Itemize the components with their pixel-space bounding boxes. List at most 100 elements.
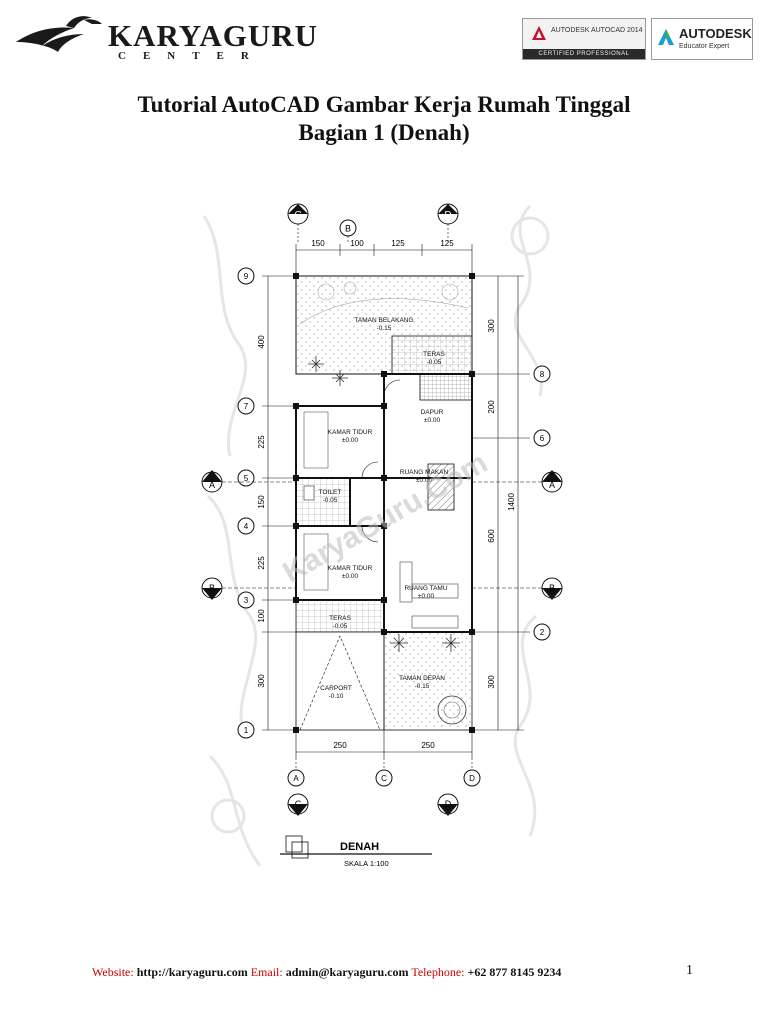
autodesk-icon <box>658 29 674 45</box>
karyaguru-logo: KARYAGURU CENTER <box>14 10 317 62</box>
grid-label-7: 7 <box>244 402 249 411</box>
building-plan <box>293 273 475 733</box>
section-label: B <box>549 583 555 593</box>
dim-right-4: 300 <box>487 675 496 689</box>
autocad-icon <box>532 26 546 40</box>
dim-left-4: 225 <box>257 556 266 570</box>
room-label-taman-depan: TAMAN DEPAN <box>399 675 445 682</box>
room-level-teras-front: -0.05 <box>333 623 348 630</box>
grid-bottom-labels: A C D <box>287 769 481 787</box>
room-label-kamar-tidur-1: KAMAR TIDUR <box>328 429 373 436</box>
section-marker-a-left: A <box>201 470 296 493</box>
grid-label-2: 2 <box>540 628 545 637</box>
section-label: C <box>295 799 302 809</box>
drawing-legend: DENAH SKALA 1:100 <box>280 835 432 868</box>
bottom-dimensions <box>295 730 473 770</box>
grid-label-4: 4 <box>244 522 249 531</box>
dim-right-1: 300 <box>487 319 496 333</box>
room-level-kamar-tidur-1: ±0.00 <box>342 437 359 444</box>
room-level-teras-back: -0.05 <box>427 359 442 366</box>
grid-label-c: C <box>381 774 387 783</box>
badge-autodesk-sub: Educator Expert <box>679 43 730 50</box>
legend-title: DENAH <box>340 841 379 853</box>
room-level-ruang-tamu: ±0.00 <box>418 593 435 600</box>
autodesk-educator-badge: AUTODESK Educator Expert <box>651 18 753 60</box>
dim-total: 1400 <box>507 493 516 511</box>
grid-label: C <box>294 210 301 221</box>
grid-bubble-b-top: B <box>339 219 357 237</box>
grid-bubble-d-top: D <box>437 203 459 225</box>
grid-label: D <box>444 210 451 221</box>
plant-icon <box>390 634 460 652</box>
top-dimensions <box>295 224 473 274</box>
section-marker-a-right: A <box>472 470 563 493</box>
left-dimensions <box>262 275 296 731</box>
dim-left-5: 100 <box>257 609 266 623</box>
dim-right-2: 200 <box>487 400 496 414</box>
dim-bottom-1: 250 <box>333 741 347 750</box>
dim-top-2: 100 <box>350 239 364 248</box>
bird-logo-icon <box>16 16 102 52</box>
section-label: D <box>445 799 452 809</box>
grid-label-8: 8 <box>540 370 545 379</box>
room-label-dapur: DAPUR <box>421 409 444 416</box>
grid-label-1: 1 <box>244 726 249 735</box>
section-label: A <box>549 480 555 490</box>
dim-top-4: 125 <box>440 239 454 248</box>
document-title-line-2: Bagian 1 (Denah) <box>298 120 470 145</box>
grid-label-5: 5 <box>244 474 249 483</box>
dim-left-6: 300 <box>257 674 266 688</box>
section-marker-d-bottom: D <box>437 793 459 816</box>
page-number: 1 <box>686 963 693 978</box>
room-label-teras-front: TERAS <box>329 615 351 622</box>
room-level-dapur: ±0.00 <box>424 417 441 424</box>
footer-phone-label: Telephone: <box>411 965 465 979</box>
plant-icon <box>308 356 348 386</box>
grid-label: B <box>345 224 351 234</box>
room-label-kamar-tidur-2: KAMAR TIDUR <box>328 565 373 572</box>
grid-left-labels: 9 7 5 4 3 1 <box>237 267 255 739</box>
room-level-ruang-makan: ±0.00 <box>416 477 433 484</box>
dim-left-2: 225 <box>257 435 266 449</box>
floor-plan-drawing: C B D 150 100 125 125 9 7 <box>201 203 563 868</box>
badge-autodesk-title: AUTODESK <box>679 26 752 41</box>
grid-right-labels: 8 6 2 <box>533 365 551 641</box>
decorative-background-swirls <box>202 204 550 867</box>
footer-contact: Website: http://karyaguru.com Email: adm… <box>92 965 561 980</box>
legend-scale: SKALA 1:100 <box>344 859 389 868</box>
room-level-kamar-tidur-2: ±0.00 <box>342 573 359 580</box>
logo-subtitle: CENTER <box>118 50 266 62</box>
room-label-taman-belakang: TAMAN BELAKANG <box>354 317 413 324</box>
logo-name: KARYAGURU <box>108 18 319 53</box>
dim-bottom-2: 250 <box>421 741 435 750</box>
footer-phone-value: +62 877 8145 9234 <box>467 965 562 979</box>
footer-website-link[interactable]: http://karyaguru.com <box>136 965 248 979</box>
room-label-ruang-makan: RUANG MAKAN <box>400 469 449 476</box>
grid-label-3: 3 <box>244 596 249 605</box>
grid-bubble-c-top: C <box>287 203 309 225</box>
right-dimensions <box>472 275 530 731</box>
dim-top-3: 125 <box>391 239 405 248</box>
badge-autocad-sub: CERTIFIED PROFESSIONAL <box>523 49 645 59</box>
section-label: A <box>209 480 215 490</box>
room-label-ruang-tamu: RUANG TAMU <box>404 585 447 592</box>
grid-label-9: 9 <box>244 272 249 281</box>
dim-left-3: 150 <box>257 495 266 509</box>
room-label-carport: CARPORT <box>320 685 352 692</box>
dim-left-1: 400 <box>257 335 266 349</box>
room-label-toilet: TOILET <box>319 489 342 496</box>
grid-label-d: D <box>469 774 475 783</box>
dim-right-3: 600 <box>487 529 496 543</box>
room-level-taman-depan: -0.15 <box>415 683 430 690</box>
autocad-certified-badge: AUTODESK AUTOCAD 2014 CERTIFIED PROFESSI… <box>522 18 646 60</box>
footer-email-label: Email: <box>250 965 283 979</box>
section-label: B <box>209 583 215 593</box>
dim-top-1: 150 <box>311 239 325 248</box>
room-level-carport: -0.10 <box>329 693 344 700</box>
badge-autocad-title: AUTODESK AUTOCAD 2014 <box>551 27 643 34</box>
room-level-taman-belakang: -0.15 <box>377 325 392 332</box>
footer-email-link[interactable]: admin@karyaguru.com <box>285 965 409 979</box>
grid-label-a: A <box>293 774 299 783</box>
document-title-line-1: Tutorial AutoCAD Gambar Kerja Rumah Ting… <box>137 92 631 117</box>
room-label-teras-back: TERAS <box>423 351 445 358</box>
